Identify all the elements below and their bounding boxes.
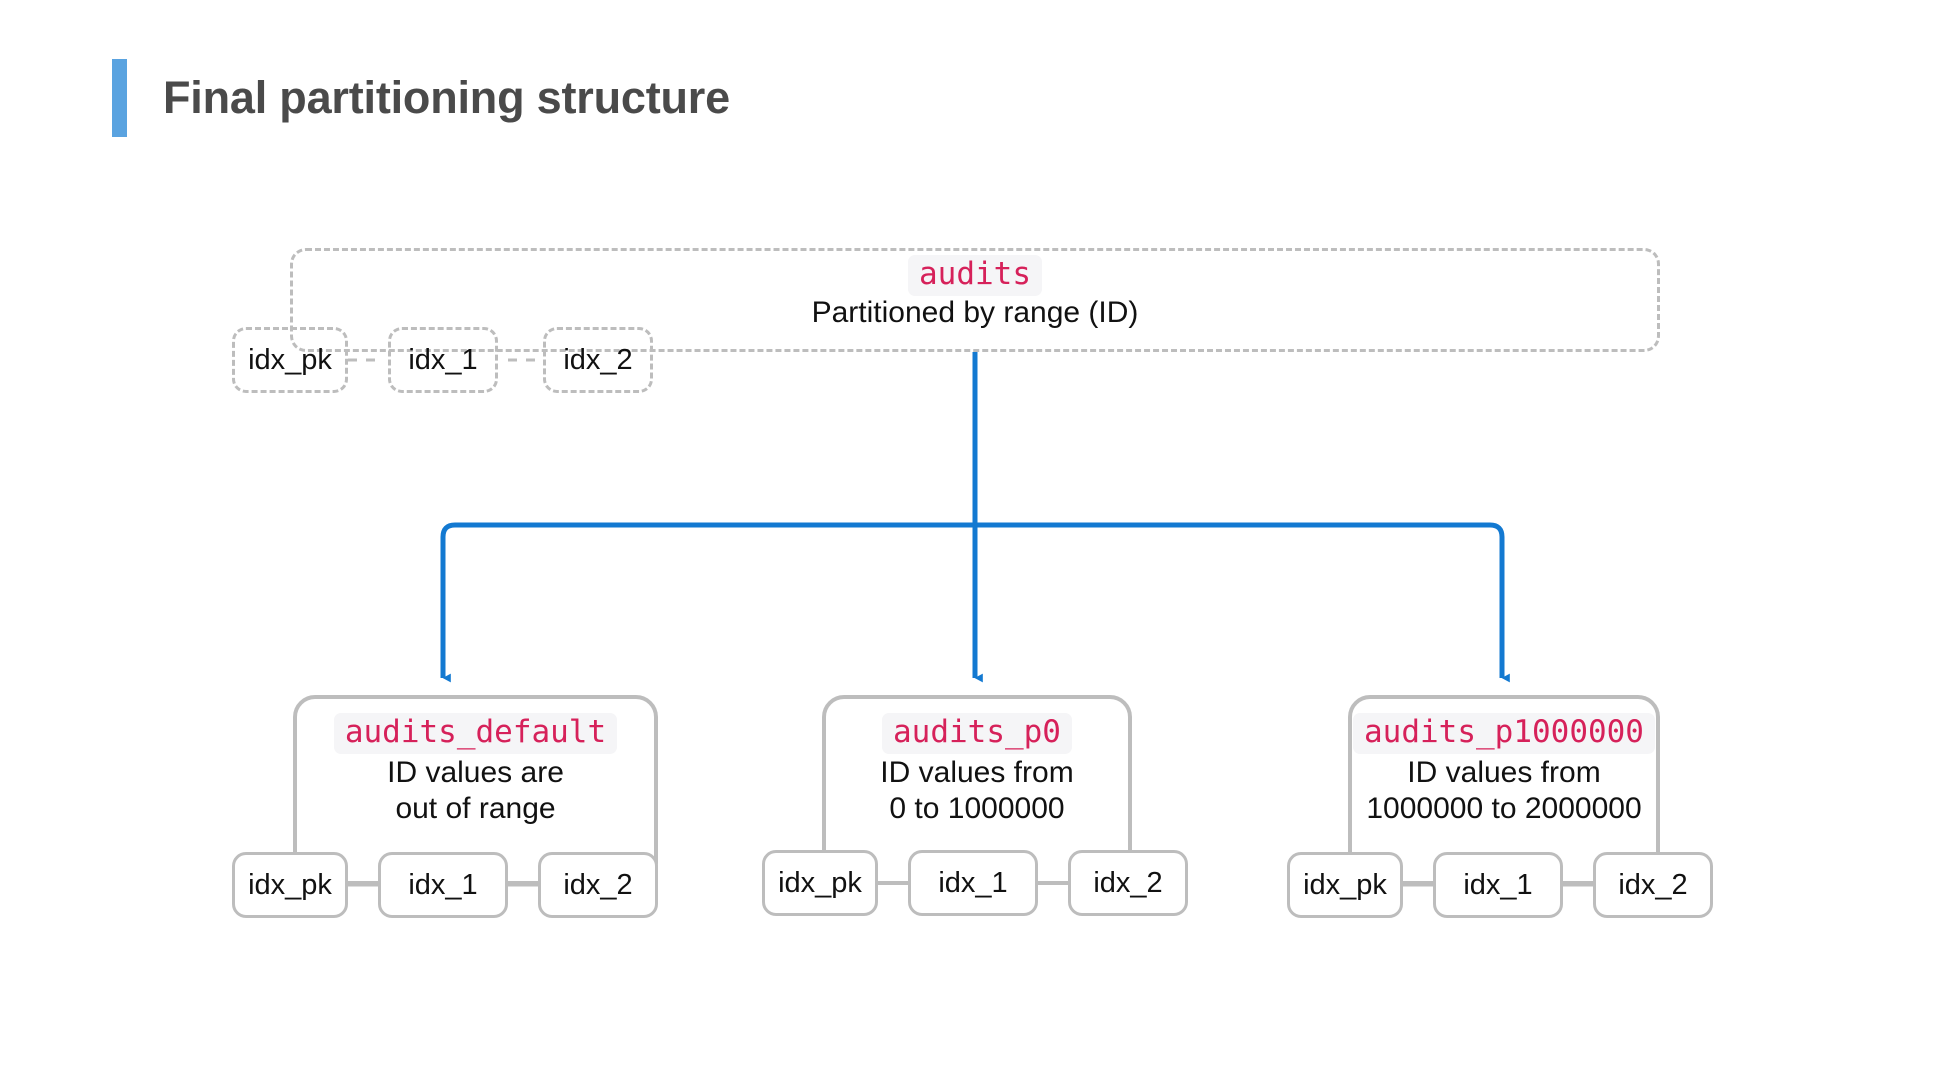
partition-1-index-idx-1[interactable]: idx_1: [908, 850, 1038, 916]
parent-index-idx-pk[interactable]: idx_pk: [232, 327, 348, 393]
partition-1-index-idx-pk[interactable]: idx_pk: [762, 850, 878, 916]
partition-name-wrap-1: audits_p0: [826, 713, 1128, 755]
parent-index-idx-1-label: idx_1: [408, 343, 478, 376]
partition-1-index-idx-pk-label: idx_pk: [778, 866, 862, 899]
partition-2-index-idx-1[interactable]: idx_1: [1433, 852, 1563, 918]
parent-index-idx-1[interactable]: idx_1: [388, 327, 498, 393]
partition-desc-line2-1: 0 to 1000000: [889, 792, 1065, 826]
partition-1-index-idx-2-label: idx_2: [1093, 866, 1163, 899]
partition-0-index-idx-1-label: idx_1: [408, 868, 478, 901]
partition-1-index-idx-1-label: idx_1: [938, 866, 1008, 899]
parent-index-idx-pk-label: idx_pk: [248, 343, 332, 376]
partition-desc-line2-2: 1000000 to 2000000: [1366, 792, 1642, 826]
partition-0-index-idx-2-label: idx_2: [563, 868, 633, 901]
partition-0-index-idx-pk[interactable]: idx_pk: [232, 852, 348, 918]
partition-desc-line1-1: ID values from: [880, 756, 1074, 790]
partition-1-index-idx-2[interactable]: idx_2: [1068, 850, 1188, 916]
partition-desc-line1-0: ID values are: [387, 756, 564, 790]
partition-name-audits-default: audits_default: [333, 713, 618, 755]
partition-2-index-idx-2-label: idx_2: [1618, 868, 1688, 901]
partition-0-index-idx-pk-label: idx_pk: [248, 868, 332, 901]
page-title-row: Final partitioning structure: [112, 58, 730, 138]
partition-2-index-idx-pk[interactable]: idx_pk: [1287, 852, 1403, 918]
page-title: Final partitioning structure: [163, 72, 730, 123]
parent-table-container: [290, 248, 1660, 352]
partition-0-index-idx-1[interactable]: idx_1: [378, 852, 508, 918]
parent-index-idx-2[interactable]: idx_2: [543, 327, 653, 393]
partition-0-index-idx-2[interactable]: idx_2: [538, 852, 658, 918]
parent-index-idx-2-label: idx_2: [563, 343, 633, 376]
partition-name-wrap-2: audits_p1000000: [1352, 713, 1656, 755]
partition-2-index-idx-1-label: idx_1: [1463, 868, 1533, 901]
partition-name-audits-p1000000: audits_p1000000: [1353, 713, 1655, 755]
partition-2-index-idx-2[interactable]: idx_2: [1593, 852, 1713, 918]
partition-2-index-idx-pk-label: idx_pk: [1303, 868, 1387, 901]
partition-name-wrap-0: audits_default: [297, 713, 654, 755]
partition-desc-line1-2: ID values from: [1407, 756, 1601, 790]
partition-desc-line2-0: out of range: [395, 792, 556, 826]
title-accent-bar: [112, 59, 127, 137]
partition-name-audits-p0: audits_p0: [882, 713, 1072, 755]
